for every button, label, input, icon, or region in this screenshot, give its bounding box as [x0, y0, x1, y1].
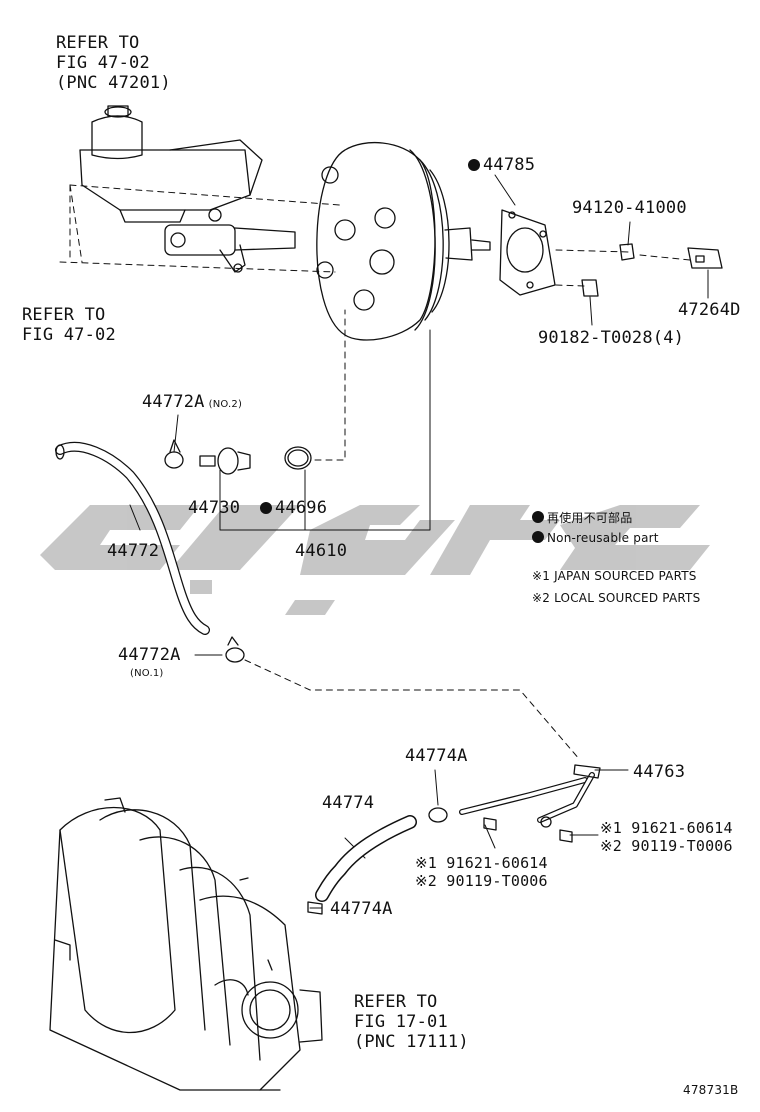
bolt-90182 [581, 279, 599, 297]
label-90182-t0028: 90182-T0028(4) [538, 328, 685, 348]
label-44772a-no1-note: (NO.1) [130, 668, 164, 679]
label-44772: 44772 [107, 541, 160, 561]
legend-non-reusable-jp: 再使用不可部品 [532, 510, 632, 526]
note-refer-master-cylinder-1: REFER TO [56, 33, 140, 53]
watermark-logo [40, 505, 710, 615]
note-refer-master-cylinder-2: FIG 47-02 [56, 53, 150, 73]
legend-note-local: ※2 LOCAL SOURCED PARTS [532, 591, 701, 605]
hose-44772 [55, 441, 210, 635]
hose-44774 [315, 815, 417, 902]
non-reusable-marker [532, 531, 544, 543]
note-refer-left-1: REFER TO [22, 305, 106, 325]
label-44696: 44696 [260, 498, 327, 518]
label-44730: 44730 [188, 498, 241, 518]
label-94120-41000: 94120-41000 [572, 198, 687, 218]
intake-manifold [49, 797, 323, 1091]
label-44772a-no1: 44772A [118, 645, 181, 665]
bolt-mid [483, 817, 497, 831]
clamp-44774a-top [428, 807, 448, 823]
non-reusable-marker [532, 511, 544, 523]
non-reusable-marker [468, 159, 480, 171]
figure-number: 478731B [683, 1083, 739, 1097]
check-valve-44730 [199, 447, 251, 475]
clamp-no2 [164, 439, 184, 469]
label-44785: 44785 [468, 155, 535, 175]
legend-non-reusable-en: Non-reusable part [532, 530, 659, 546]
brake-booster [316, 141, 491, 341]
pipe-44763 [459, 764, 601, 828]
label-44772a-no2: 44772A(NO.2) [142, 392, 243, 412]
note-refer-left-2: FIG 47-02 [22, 325, 116, 345]
master-cylinder [79, 105, 296, 273]
label-47264d: 47264D [678, 300, 741, 320]
note-refer-throttle-1: REFER TO [354, 992, 438, 1012]
note-refer-master-cylinder-3: (PNC 47201) [56, 73, 171, 93]
label-44774a-top: 44774A [405, 746, 468, 766]
note-refer-throttle-3: (PNC 17111) [354, 1032, 469, 1052]
label-90119-mid: ※2 90119-T0006 [415, 872, 548, 890]
label-91621-mid: ※1 91621-60614 [415, 854, 548, 872]
label-44774: 44774 [322, 793, 375, 813]
gasket-44785 [499, 209, 556, 296]
legend-note-japan: ※1 JAPAN SOURCED PARTS [532, 569, 697, 583]
note-refer-throttle-2: FIG 17-01 [354, 1012, 448, 1032]
label-44774a-bottom: 44774A [330, 899, 393, 919]
label-44763: 44763 [633, 762, 686, 782]
bolt-right [559, 829, 573, 843]
label-91621-right: ※1 91621-60614 [600, 819, 733, 837]
clip-47264d [687, 247, 723, 269]
label-90119-right: ※2 90119-T0006 [600, 837, 733, 855]
non-reusable-marker [260, 502, 272, 514]
grommet-44696 [284, 446, 312, 470]
clamp-44774a-bottom [307, 901, 323, 915]
label-44610: 44610 [295, 541, 348, 561]
clamp-no1 [225, 636, 245, 663]
